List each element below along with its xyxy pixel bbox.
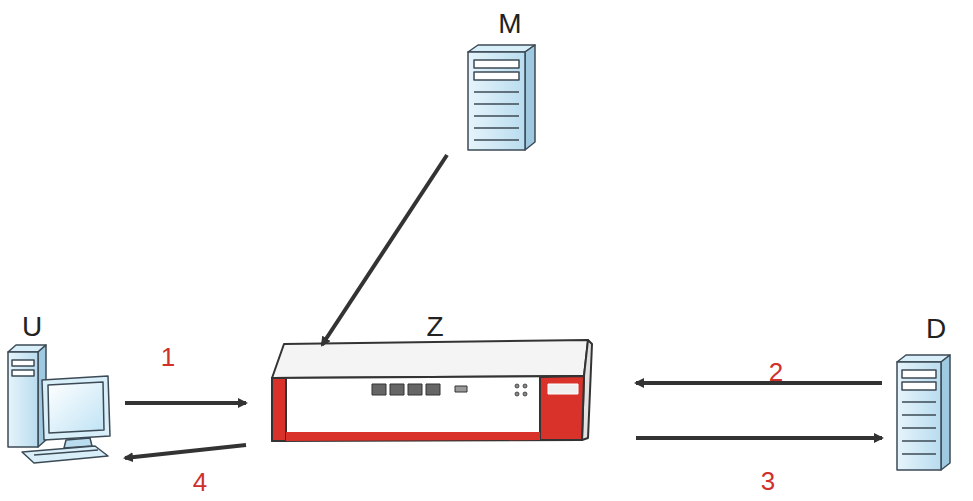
server-bay (474, 72, 519, 80)
device-node: M (440, 10, 550, 155)
server-line (902, 401, 936, 403)
server-illustration (468, 45, 535, 150)
server-side (525, 45, 535, 150)
server-illustration (897, 355, 950, 470)
step-number: 3 (761, 468, 775, 494)
tower-front (8, 352, 38, 447)
tower-bay (12, 370, 34, 376)
device-label: U (22, 313, 42, 341)
ethernet-port (426, 384, 440, 395)
status-led (515, 392, 519, 396)
brand-plate (548, 384, 578, 394)
server-bay (902, 370, 936, 378)
server-line (474, 115, 519, 117)
server-side (941, 355, 950, 470)
server-front (897, 362, 941, 470)
monitor-screen (48, 382, 104, 433)
keyboard (22, 446, 108, 463)
device-label: M (498, 10, 521, 38)
status-led (523, 392, 527, 396)
flow-arrow (125, 401, 246, 405)
server-line (902, 414, 936, 416)
server-line (902, 453, 936, 455)
monitor-frame (42, 376, 110, 440)
device-label: D (926, 315, 946, 343)
firewall-illustration (272, 340, 592, 441)
device-red-base (286, 432, 540, 441)
device-front (272, 376, 584, 441)
tower-bay (12, 360, 34, 366)
step-number: 4 (193, 469, 207, 495)
server-line (474, 91, 519, 93)
flow-arrow (322, 155, 447, 345)
ethernet-port (390, 384, 404, 395)
device-node: D (882, 318, 962, 478)
ethernet-port (408, 384, 422, 395)
device-label: Z (426, 313, 443, 341)
server-bay (474, 60, 519, 68)
server-line (902, 440, 936, 442)
server-top (468, 45, 535, 52)
server-bay (902, 382, 936, 390)
keyboard-line (34, 450, 98, 455)
server-line (474, 139, 519, 141)
step-number: 1 (161, 344, 175, 370)
status-led (515, 384, 519, 388)
flow-arrow (125, 445, 246, 458)
server-front (468, 52, 525, 150)
ethernet-port (372, 384, 386, 395)
device-top (272, 340, 588, 378)
step-number: 2 (769, 359, 783, 385)
server-line (902, 427, 936, 429)
usb-port (455, 386, 467, 392)
server-line (474, 127, 519, 129)
computer-illustration (8, 345, 110, 463)
device-red-end (540, 376, 584, 440)
device-node: U (0, 318, 125, 468)
flow-arrow (636, 436, 882, 440)
device-node: Z (246, 345, 636, 445)
flow-arrow (636, 381, 882, 385)
server-line (474, 103, 519, 105)
status-led (523, 384, 527, 388)
device-red-end (272, 378, 286, 441)
